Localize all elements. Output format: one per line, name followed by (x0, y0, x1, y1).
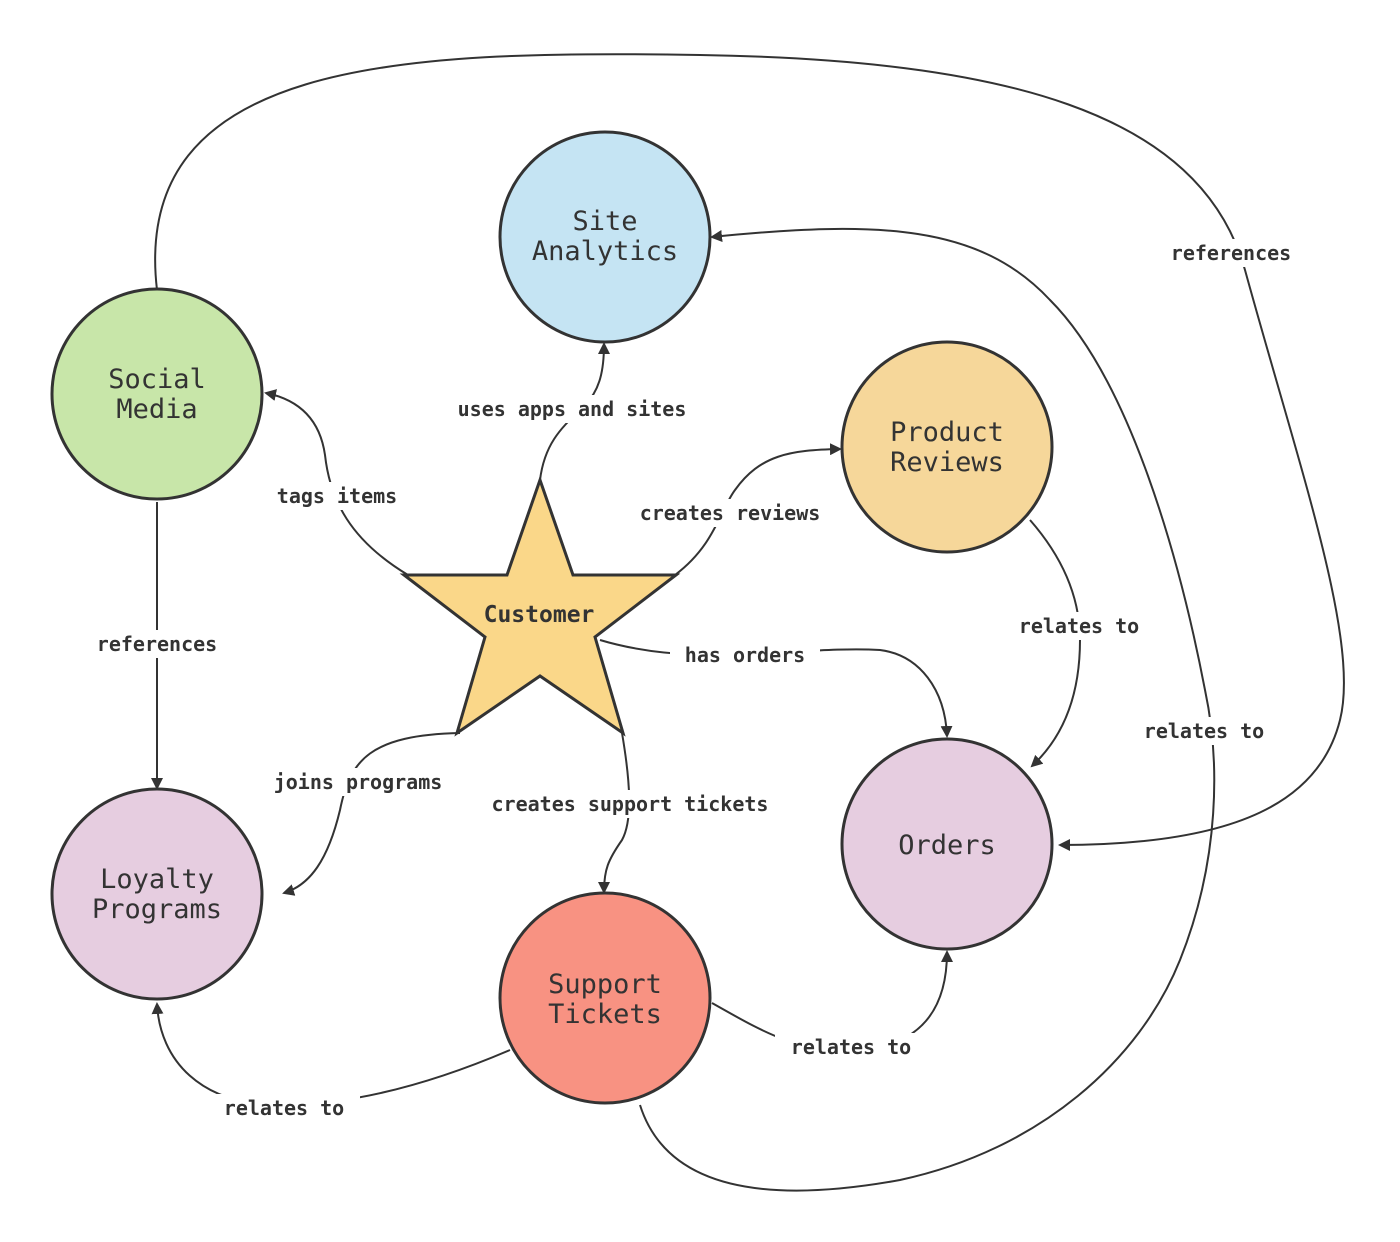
node-support-tickets[interactable]: Support Tickets (498, 891, 712, 1105)
label-tickets-relates-loyalty: relates to (224, 1096, 344, 1120)
edge-tickets-relates-analytics[interactable] (639, 227, 1216, 1192)
edge-customer-joins-programs[interactable] (282, 732, 461, 896)
orders-label: Orders (898, 830, 996, 861)
nodes: Social Media Site Analytics Product Revi… (50, 130, 1054, 1105)
product-reviews-label-line1: Product (890, 417, 1004, 448)
label-uses-apps: uses apps and sites (458, 397, 687, 421)
node-orders[interactable]: Orders (840, 737, 1054, 951)
node-customer[interactable]: Customer (399, 475, 681, 737)
label-bg-has-orders (670, 641, 820, 669)
label-bg-social-refs-orders (1156, 239, 1306, 267)
loyalty-programs-circle (50, 787, 264, 1001)
label-tags-items: tags items (277, 484, 397, 508)
edge-customer-tags-items[interactable] (264, 389, 409, 576)
customer-star (399, 475, 681, 737)
site-analytics-circle (498, 130, 712, 344)
site-analytics-label-line2: Analytics (532, 236, 678, 267)
label-reviews-relates-orders: relates to (1019, 614, 1139, 638)
label-has-orders: has orders (685, 643, 805, 667)
label-joins-programs: joins programs (274, 770, 443, 794)
loyalty-programs-label-line2: Programs (92, 894, 222, 925)
node-loyalty-programs[interactable]: Loyalty Programs (50, 787, 264, 1001)
label-bg-tickets-relates-analytics (1128, 717, 1280, 745)
edge-customer-creates-tickets[interactable] (598, 732, 631, 894)
node-site-analytics[interactable]: Site Analytics (498, 130, 712, 344)
support-tickets-label-line2: Tickets (548, 999, 662, 1030)
social-media-circle (50, 287, 264, 501)
site-analytics-label-line1: Site (572, 206, 637, 237)
edge-reviews-relates-orders[interactable] (1029, 519, 1082, 768)
label-bg-creates-tickets (463, 790, 797, 818)
product-reviews-label-line2: Reviews (890, 447, 1004, 478)
label-bg-tickets-relates-loyalty (208, 1094, 360, 1122)
product-reviews-circle (840, 340, 1054, 554)
node-social-media[interactable]: Social Media (50, 287, 264, 501)
label-tickets-relates-orders: relates to (791, 1035, 911, 1059)
label-social-refs-orders: references (1171, 241, 1291, 265)
label-creates-reviews: creates reviews (640, 501, 821, 525)
support-tickets-label-line1: Support (548, 969, 662, 1000)
label-creates-tickets: creates support tickets (492, 792, 769, 816)
label-bg-joins-programs (253, 768, 463, 796)
label-bg-creates-reviews (618, 499, 842, 527)
edge-labels: tags items uses apps and sites creates r… (82, 239, 1306, 1122)
edge-customer-creates-reviews[interactable] (674, 443, 842, 576)
edge-tickets-relates-loyalty[interactable] (151, 1002, 511, 1107)
social-media-label-line2: Media (116, 394, 197, 425)
orders-circle (840, 737, 1054, 951)
label-tickets-relates-analytics: relates to (1144, 719, 1264, 743)
social-media-label-line1: Social (108, 364, 206, 395)
label-bg-tags-items (262, 482, 412, 510)
label-social-refs-loyalty: references (97, 632, 217, 656)
label-bg-uses-apps (432, 395, 712, 423)
support-tickets-circle (498, 891, 712, 1105)
edges (151, 53, 1345, 1192)
loyalty-programs-label-line1: Loyalty (100, 864, 214, 895)
customer-label: Customer (484, 602, 595, 628)
node-product-reviews[interactable]: Product Reviews (840, 340, 1054, 554)
label-bg-reviews-relates-orders (1003, 612, 1155, 640)
label-bg-social-refs-loyalty (82, 630, 232, 658)
edge-social-references-orders[interactable] (154, 53, 1345, 851)
label-bg-tickets-relates-orders (775, 1033, 927, 1061)
